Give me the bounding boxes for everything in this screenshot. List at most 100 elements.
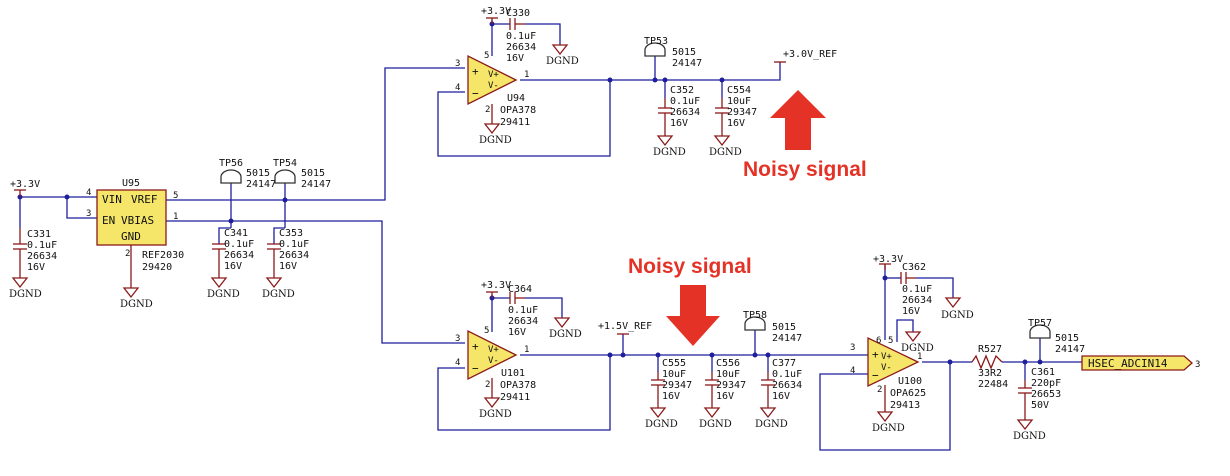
- annotation-text: Noisy signal: [743, 158, 867, 181]
- svg-text:5: 5: [484, 326, 489, 336]
- svg-text:+: +: [472, 340, 479, 353]
- svg-text:TP53: TP53: [644, 36, 668, 47]
- opamp-ref: U101: [501, 368, 525, 379]
- capacitor-c341: C341 0.1uF 26634 16V: [212, 227, 254, 272]
- opamp-ref: U94: [507, 93, 525, 104]
- svg-text:TP57: TP57: [1028, 318, 1052, 329]
- svg-text:DGND: DGND: [872, 423, 905, 434]
- svg-text:1: 1: [524, 345, 529, 355]
- net-label: +3.3V: [873, 254, 903, 265]
- svg-text:10uF: 10uF: [662, 369, 686, 380]
- svg-text:0.1uF: 0.1uF: [772, 369, 802, 380]
- svg-text:C556: C556: [716, 358, 740, 369]
- svg-text:2: 2: [485, 105, 490, 115]
- svg-text:5015: 5015: [246, 168, 270, 179]
- opamp-u94: + − V+ V- 3 4 5 2 1 U94 OPA378 29411: [455, 51, 536, 128]
- capacitor-c331: C331 0.1uF 26634 16V: [13, 228, 57, 273]
- svg-text:V+: V+: [488, 70, 499, 80]
- testpoint-tp53: TP53 5015 24147: [644, 36, 702, 69]
- svg-text:TP54: TP54: [273, 158, 297, 169]
- capacitor-c352: C352 0.1uF 26634 16V: [658, 85, 700, 129]
- svg-text:3: 3: [86, 209, 91, 219]
- svg-text:DGND: DGND: [709, 147, 742, 158]
- svg-text:5015: 5015: [772, 322, 796, 333]
- svg-text:29347: 29347: [662, 380, 692, 391]
- opamp-u101: + − V+ V- 3 4 5 2 1 U101 OPA378 29411: [455, 326, 536, 403]
- svg-text:1: 1: [173, 212, 178, 222]
- svg-text:16V: 16V: [224, 261, 242, 272]
- junction-dots: [17, 21, 1043, 365]
- svg-text:TP58: TP58: [743, 310, 767, 321]
- pin-label-gnd: GND: [121, 230, 141, 243]
- svg-text:5015: 5015: [301, 168, 325, 179]
- svg-text:V-: V-: [881, 363, 892, 373]
- svg-text:2: 2: [485, 380, 490, 390]
- pin-label-en: EN: [102, 214, 115, 227]
- svg-text:0.1uF: 0.1uF: [508, 305, 538, 316]
- svg-text:5: 5: [888, 336, 893, 346]
- svg-text:16V: 16V: [670, 118, 688, 129]
- pin-label-vref: VREF: [131, 193, 158, 206]
- svg-text:26634: 26634: [772, 380, 802, 391]
- power-flag-30v-ref: +3.0V_REF: [774, 49, 837, 63]
- svg-text:DGND: DGND: [207, 289, 240, 300]
- capacitor-c330: C330 0.1uF 26634 16V: [506, 8, 536, 64]
- capacitor-c554: C554 10uF 29347 16V: [715, 85, 757, 129]
- svg-text:16V: 16V: [727, 118, 745, 129]
- svg-text:C330: C330: [506, 8, 530, 19]
- svg-text:24147: 24147: [246, 179, 276, 190]
- opamp-num: 29411: [500, 117, 530, 128]
- svg-text:C352: C352: [670, 85, 694, 96]
- ic-ref: U95: [122, 178, 140, 189]
- svg-text:26634: 26634: [224, 250, 254, 261]
- svg-text:0.1uF: 0.1uF: [224, 239, 254, 250]
- svg-text:C554: C554: [727, 85, 751, 96]
- svg-text:+: +: [872, 348, 879, 361]
- ic-num: 29420: [142, 262, 172, 273]
- svg-text:26653: 26653: [1031, 389, 1061, 400]
- svg-text:DGND: DGND: [645, 419, 678, 430]
- svg-text:6: 6: [876, 336, 881, 346]
- svg-text:C555: C555: [662, 358, 686, 369]
- svg-text:DGND: DGND: [479, 409, 512, 420]
- svg-text:0.1uF: 0.1uF: [670, 96, 700, 107]
- svg-text:C331: C331: [27, 229, 51, 240]
- testpoint-tp58: TP58 5015 24147: [743, 310, 802, 344]
- svg-text:R527: R527: [978, 344, 1002, 355]
- svg-text:C377: C377: [772, 358, 796, 369]
- resistor-r527: R527 33R2 22484: [971, 344, 1008, 390]
- svg-text:26634: 26634: [508, 316, 538, 327]
- net-label: +3.3V: [481, 280, 511, 291]
- svg-text:C364: C364: [508, 284, 532, 295]
- svg-text:26634: 26634: [670, 107, 700, 118]
- annotation-noisy-bottom: Noisy signal: [628, 255, 752, 346]
- svg-text:−: −: [872, 369, 879, 382]
- svg-text:0.1uF: 0.1uF: [27, 240, 57, 251]
- svg-text:+: +: [472, 65, 479, 78]
- svg-text:26634: 26634: [27, 251, 57, 262]
- svg-text:26634: 26634: [279, 250, 309, 261]
- net-label: +3.3V: [10, 179, 40, 190]
- svg-text:V-: V-: [488, 356, 499, 366]
- output-port-hsec-adcin14: HSEC_ADCIN14 3: [1081, 355, 1200, 371]
- svg-text:DGND: DGND: [755, 419, 788, 430]
- svg-text:DGND: DGND: [653, 147, 686, 158]
- svg-text:0.1uF: 0.1uF: [506, 31, 536, 42]
- svg-text:220pF: 220pF: [1031, 378, 1061, 389]
- svg-text:DGND: DGND: [1013, 431, 1046, 442]
- capacitor-c555: C555 10uF 29347 16V: [651, 358, 692, 402]
- testpoint-tp56: TP56 5015 24147: [219, 158, 276, 190]
- power-flag-33v-u101: +3.3V: [481, 280, 511, 298]
- net-label: +3.3V: [481, 6, 511, 17]
- ground-symbols: DGND DGND DGND DGND DGND DGND DGND DGND …: [9, 44, 1046, 442]
- svg-text:DGND: DGND: [941, 310, 974, 321]
- net-label: +1.5V_REF: [598, 321, 652, 332]
- svg-text:29347: 29347: [716, 380, 746, 391]
- capacitor-c361: C361 220pF 26653 50V: [1018, 367, 1061, 411]
- svg-text:16V: 16V: [716, 391, 734, 402]
- svg-text:DGND: DGND: [549, 329, 582, 340]
- wires: [19, 20, 1082, 451]
- svg-text:V+: V+: [881, 352, 892, 362]
- testpoint-tp54: TP54 5015 24147: [273, 158, 331, 190]
- svg-text:0.1uF: 0.1uF: [279, 239, 309, 250]
